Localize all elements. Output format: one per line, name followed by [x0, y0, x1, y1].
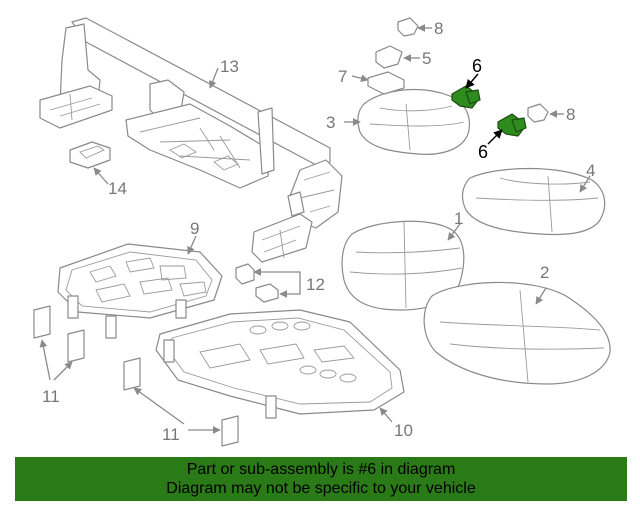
callout-12: 12	[306, 275, 325, 294]
seat-back-cover-right[interactable]	[461, 167, 606, 236]
info-banner: Part or sub-assembly is #6 in diagram Di…	[15, 457, 627, 501]
callout-6-upper: 6	[472, 56, 482, 76]
bracket-6-upper[interactable]	[451, 85, 481, 109]
cushion-cover-left[interactable]	[341, 220, 465, 311]
callout-11-bottom: 11	[162, 425, 180, 444]
banner-line-1: Part or sub-assembly is #6 in diagram	[186, 461, 456, 478]
bracket-5[interactable]	[375, 45, 403, 69]
callout-4: 4	[586, 161, 595, 180]
foam-pads[interactable]	[33, 305, 239, 447]
pad-7[interactable]	[367, 71, 405, 95]
banner-line-2: Diagram may not be specific to your vehi…	[166, 480, 476, 497]
callout-8-lower: 8	[566, 105, 575, 124]
seat-cushion-frame-right[interactable]	[155, 309, 405, 419]
hook-bracket[interactable]	[69, 141, 111, 169]
callout-8-upper: 8	[434, 19, 443, 38]
callout-5: 5	[422, 49, 431, 68]
cushion-clips[interactable]	[235, 263, 279, 303]
callout-9: 9	[190, 219, 199, 238]
callout-1: 1	[454, 209, 463, 228]
parts-diagram: 13 14 9 12 11 11	[33, 17, 611, 447]
cushion-cover-right[interactable]	[423, 281, 611, 385]
seat-back-cover-upper[interactable]	[357, 89, 471, 155]
clip-8-upper[interactable]	[397, 17, 419, 37]
clip-8-lower[interactable]	[527, 103, 549, 123]
callout-6-lower: 6	[478, 142, 488, 162]
callout-10: 10	[394, 421, 413, 440]
bracket-6-lower[interactable]	[497, 113, 527, 137]
callout-13: 13	[220, 57, 239, 76]
callout-3: 3	[326, 113, 335, 132]
callout-2: 2	[540, 263, 549, 282]
callout-14: 14	[108, 179, 127, 198]
callout-7: 7	[338, 67, 347, 86]
callout-11-left: 11	[42, 387, 60, 406]
seat-cushion-frame-left[interactable]	[57, 243, 223, 339]
seat-back-frame[interactable]	[39, 17, 343, 263]
